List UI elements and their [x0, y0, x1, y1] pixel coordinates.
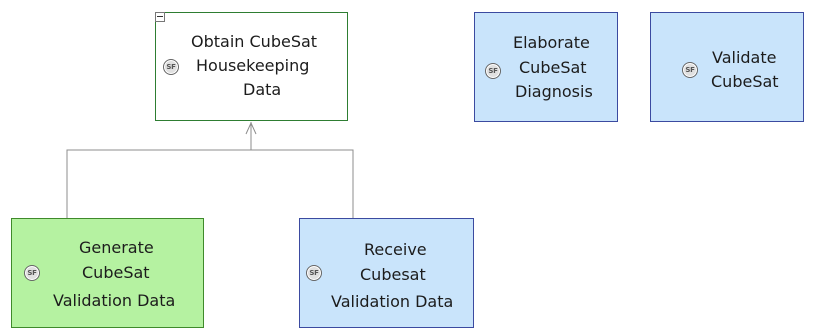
node-label-line-1: Generate: [79, 238, 154, 257]
node-label-line-2: Cubesat: [360, 265, 426, 284]
node-label-line-3: Validation Data: [53, 291, 176, 310]
node-label-line-2: Housekeeping: [196, 56, 310, 75]
node-label-line-2: CubeSat: [519, 58, 587, 77]
node-elaborate-cubesat-diagnosis[interactable]: SF Elaborate CubeSat Diagnosis: [474, 12, 618, 122]
node-label-line-1: Elaborate: [513, 33, 590, 52]
node-label-line-1: Obtain CubeSat: [191, 32, 318, 51]
node-label-line-3: Data: [243, 80, 282, 99]
connector-generate-to-obtain: [66, 149, 354, 218]
collapse-toggle-icon[interactable]: [155, 12, 165, 22]
sf-icon: SF: [163, 59, 179, 75]
sf-icon: SF: [24, 265, 40, 281]
node-label-line-3: Diagnosis: [515, 82, 593, 101]
sf-icon: SF: [485, 63, 501, 79]
node-generate-cubesat-validation-data[interactable]: SF Generate CubeSat Validation Data: [11, 218, 204, 328]
node-obtain-cubesat-housekeeping-data[interactable]: SF Obtain CubeSat Housekeeping Data: [155, 12, 348, 121]
sf-icon: SF: [682, 62, 698, 78]
node-validate-cubesat[interactable]: SF Validate CubeSat: [650, 12, 804, 122]
connector-arrowhead: [245, 121, 257, 135]
node-receive-cubesat-validation-data[interactable]: SF Receive Cubesat Validation Data: [299, 218, 474, 328]
sf-icon: SF: [306, 265, 322, 281]
node-label-line-3: Validation Data: [331, 292, 454, 311]
node-label-line-2: CubeSat: [82, 263, 150, 282]
node-label-line-1: Validate: [712, 48, 777, 67]
node-label-line-2: CubeSat: [711, 72, 779, 91]
node-label-line-1: Receive: [364, 240, 427, 259]
